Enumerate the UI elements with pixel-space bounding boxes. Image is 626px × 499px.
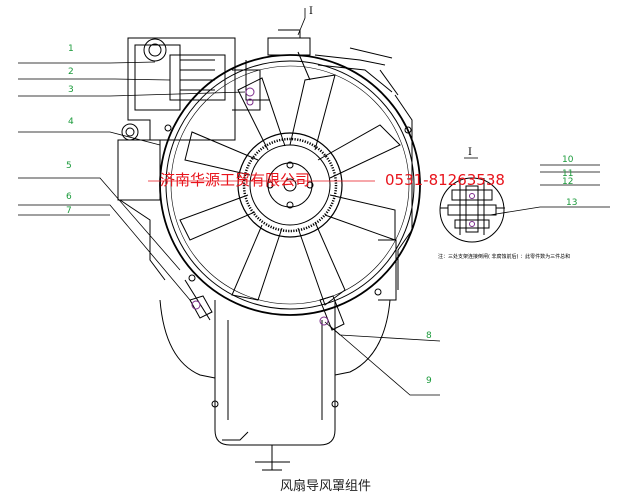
- callout-13: 13: [566, 198, 577, 208]
- callout-2: 2: [68, 67, 74, 77]
- top-view-label: I: [309, 6, 313, 17]
- mount-clamps: [164, 124, 412, 326]
- callout-8: 8: [426, 331, 432, 341]
- watermark-phone: 0531-81263538: [385, 171, 505, 189]
- callout-12: 12: [562, 177, 573, 187]
- diagram-caption: 风扇导风罩组件: [280, 478, 371, 494]
- callout-10: 10: [562, 155, 574, 165]
- callout-1: 1: [68, 44, 74, 54]
- callout-leaders: [18, 8, 610, 396]
- callout-numbers: 1 2 3 4 5 6 7 8 9 10 11 12 13: [66, 44, 577, 386]
- watermark-company: 济南华源工贸有限公司: [160, 171, 310, 189]
- callout-3: 3: [68, 85, 74, 95]
- detail-view-I: [439, 177, 505, 243]
- detail-view-label: I: [468, 147, 472, 158]
- assembly-note: 注：三处支架连接倒闸( 非腐蚀前后) ：此零件数为三件总和: [438, 253, 570, 260]
- fan-hub: [237, 132, 343, 238]
- callout-11: 11: [562, 169, 573, 179]
- callout-7: 7: [66, 206, 72, 216]
- top-bracket: [232, 29, 393, 111]
- callout-9: 9: [426, 376, 432, 386]
- callout-6: 6: [66, 192, 72, 202]
- fan-blades: [179, 74, 401, 306]
- callout-5: 5: [66, 161, 72, 171]
- engine-body: [117, 37, 413, 471]
- callout-4: 4: [68, 117, 74, 127]
